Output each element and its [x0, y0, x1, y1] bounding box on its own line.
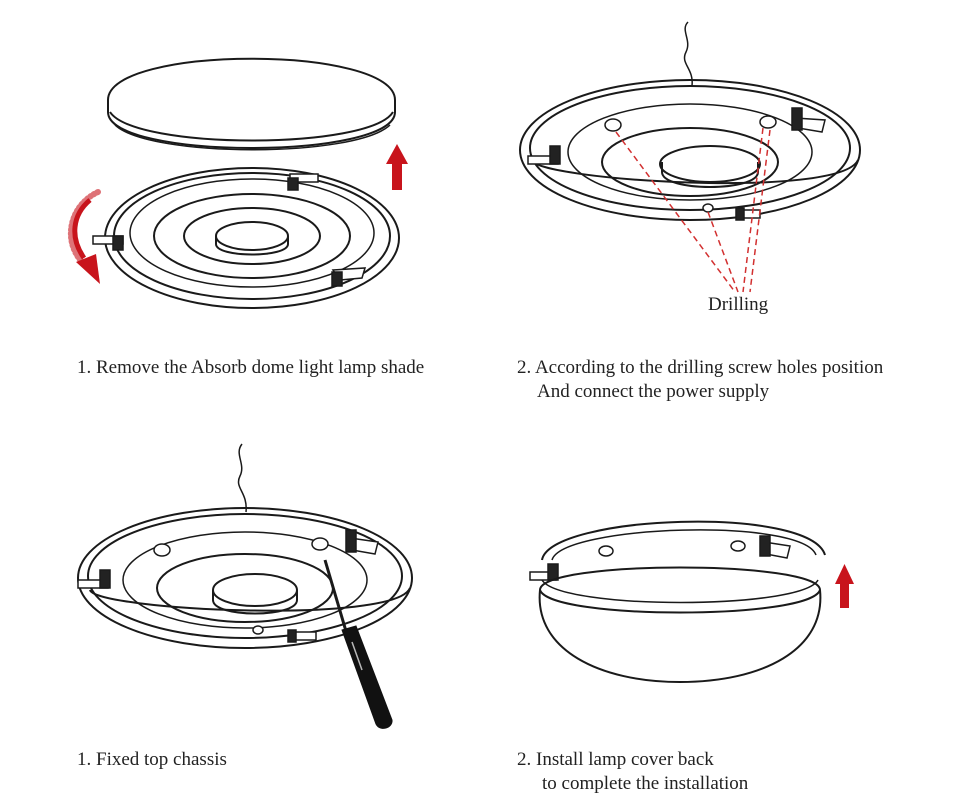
- base-chassis: [104, 167, 400, 309]
- clips: [527, 107, 826, 221]
- drilling-guides: [615, 127, 771, 293]
- clips: [92, 173, 367, 287]
- chassis-base: [77, 507, 413, 649]
- install-cover-drawing: [529, 520, 854, 684]
- screw-holes: [604, 115, 777, 213]
- clips: [77, 529, 379, 643]
- step-4-illustration: [480, 420, 960, 740]
- step-1-illustration: [0, 0, 480, 340]
- dome-shade: [107, 57, 396, 151]
- clips: [529, 535, 791, 581]
- step-2-illustration: Drilling: [480, 0, 960, 340]
- power-wire: [237, 443, 247, 513]
- lamp-cover: [538, 566, 822, 684]
- screw-holes: [598, 540, 746, 557]
- screwdriver-icon: [323, 559, 393, 729]
- ceiling-base: [519, 79, 861, 221]
- step-3-caption: 1. Fixed top chassis: [77, 748, 227, 772]
- ceiling-base: [541, 520, 826, 561]
- lamp-removal-drawing: [67, 57, 408, 309]
- drilling-drawing: [519, 21, 861, 293]
- step-1-caption-line1: 1. Remove the Absorb dome light lamp sha…: [77, 357, 425, 378]
- step-2-caption: 2. According to the drilling screw holes…: [517, 356, 883, 404]
- up-arrow-icon: [386, 144, 408, 190]
- step-4-caption: 2. Install lamp cover back to complete t…: [517, 748, 748, 796]
- rotate-arrow-icon: [67, 189, 101, 284]
- fix-chassis-drawing: [77, 443, 413, 729]
- screw-holes: [153, 537, 329, 635]
- step-4-caption-line2: to complete the installation: [542, 773, 749, 794]
- step-2-caption-line1: 2. According to the drilling screw holes…: [517, 357, 884, 378]
- up-arrow-icon: [835, 564, 854, 608]
- step-1-caption: 1. Remove the Absorb dome light lamp sha…: [77, 356, 424, 380]
- step-4-caption-line1: 2. Install lamp cover back: [517, 749, 714, 770]
- step-3-illustration: [0, 420, 480, 740]
- step-3-caption-line1: 1. Fixed top chassis: [77, 749, 227, 770]
- power-wire: [683, 21, 693, 87]
- step-2-caption-line2: And connect the power supply: [537, 381, 770, 402]
- drilling-label: Drilling: [708, 294, 769, 315]
